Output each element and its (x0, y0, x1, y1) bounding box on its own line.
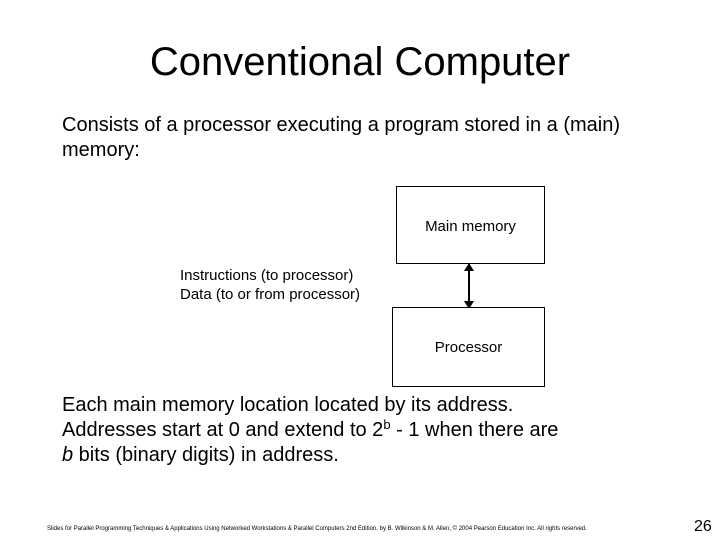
processor-label: Processor (434, 339, 503, 356)
data-label: Data (to or from processor) (180, 286, 361, 303)
exponent-b: b (383, 417, 391, 432)
body-line-1: Each main memory location located by its… (62, 394, 514, 416)
body-line-3: b bits (binary digits) in address. (62, 443, 702, 468)
data-flow-labels: Instructions (to processor) Data (to or … (180, 266, 360, 304)
processor-box: Processor (392, 307, 545, 387)
main-memory-label: Main memory (425, 218, 516, 235)
page-number: 26 (694, 518, 712, 535)
body-line-2-start: Addresses start at 0 and extend to 2 (62, 419, 384, 441)
body-line-3-rest: bits (binary digits) in address. (73, 444, 339, 466)
address-explanation: Each main memory location located by its… (62, 393, 702, 468)
footer-credit: Slides for Parallel Programming Techniqu… (47, 526, 587, 532)
slide-title: Conventional Computer (149, 40, 571, 84)
variable-b: b (62, 444, 74, 466)
intro-text: Consists of a processor executing a prog… (62, 114, 621, 161)
body-line-2: Addresses start at 0 and extend to 2b - … (62, 418, 702, 443)
main-memory-box: Main memory (396, 186, 545, 264)
body-line-2-end: - 1 when there are (390, 419, 559, 441)
instructions-label: Instructions (to processor) (180, 267, 354, 284)
bidirectional-arrow-icon (464, 263, 474, 309)
